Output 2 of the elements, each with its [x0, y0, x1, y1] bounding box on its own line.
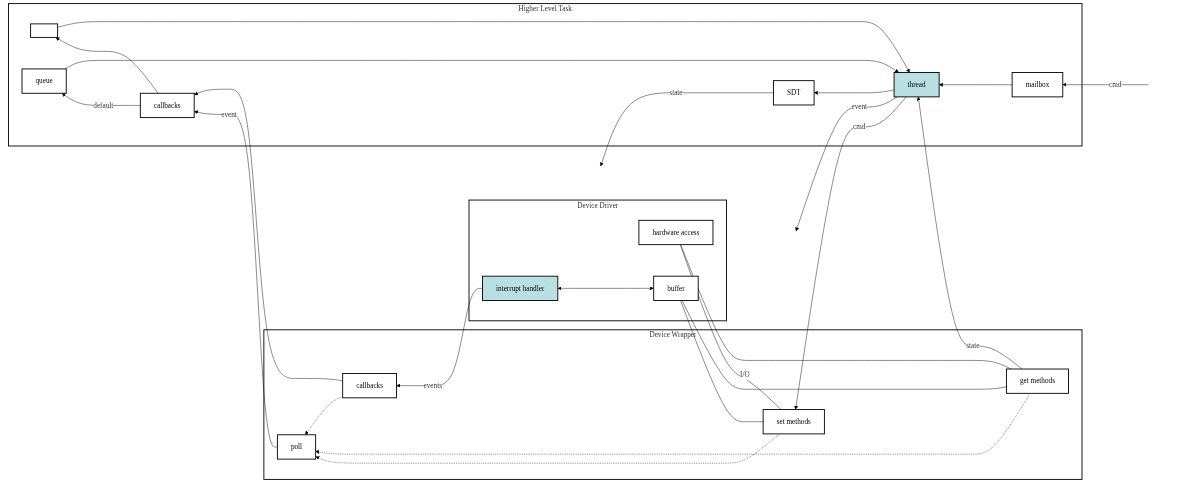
arrow: [557, 286, 654, 291]
process-box: [30, 23, 59, 38]
